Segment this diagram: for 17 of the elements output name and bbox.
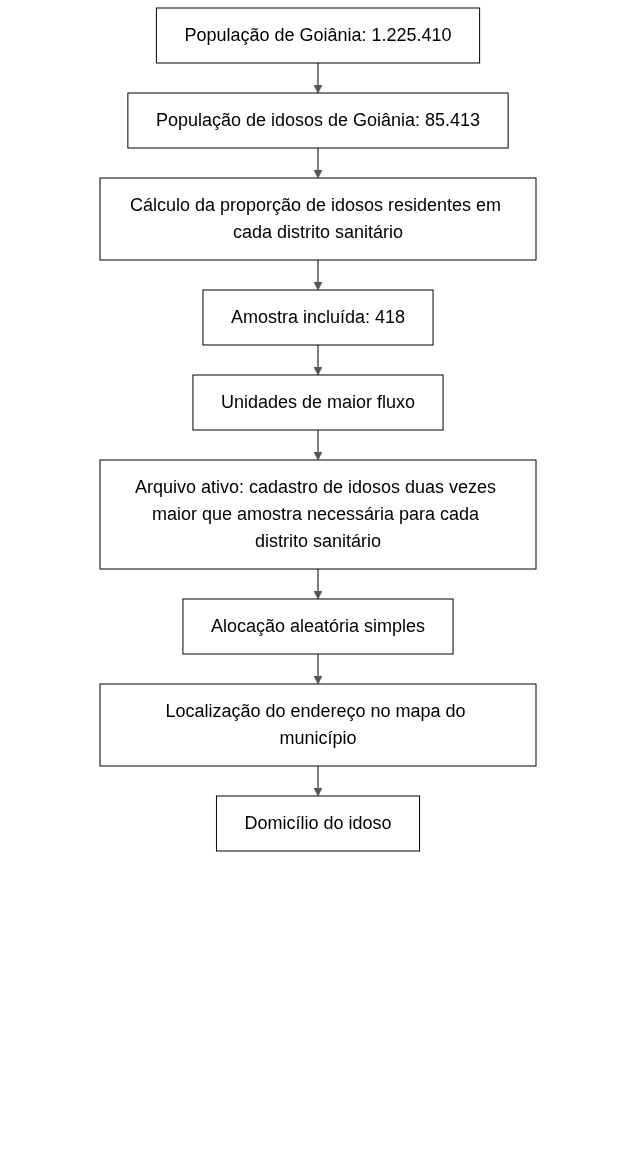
- arrow: [313, 653, 322, 685]
- arrow: [313, 765, 322, 797]
- node-box: Localização do endereço no mapa do município: [99, 683, 536, 767]
- arrow: [313, 429, 322, 461]
- arrow: [313, 344, 322, 376]
- node-box: Unidades de maior fluxo: [191, 374, 444, 431]
- arrow: [313, 147, 322, 179]
- node-box: Arquivo ativo: cadastro de idosos duas vezes maior que amostra necessária para cada distrito sanitário: [99, 459, 536, 570]
- node-box: População de Goiânia: 1.225.410: [155, 7, 480, 64]
- arrow: [313, 259, 322, 291]
- arrow: [313, 568, 322, 600]
- node-box: Amostra incluída: 418: [201, 289, 434, 346]
- node-box: População de idosos de Goiânia: 85.413: [126, 92, 509, 149]
- arrow: [313, 62, 322, 94]
- node-box: Alocação aleatória simples: [181, 598, 454, 655]
- node-box: Domicílio do idoso: [215, 795, 420, 852]
- node-box: Cálculo da proporção de idosos residentes em cada distrito sanitário: [99, 177, 536, 261]
